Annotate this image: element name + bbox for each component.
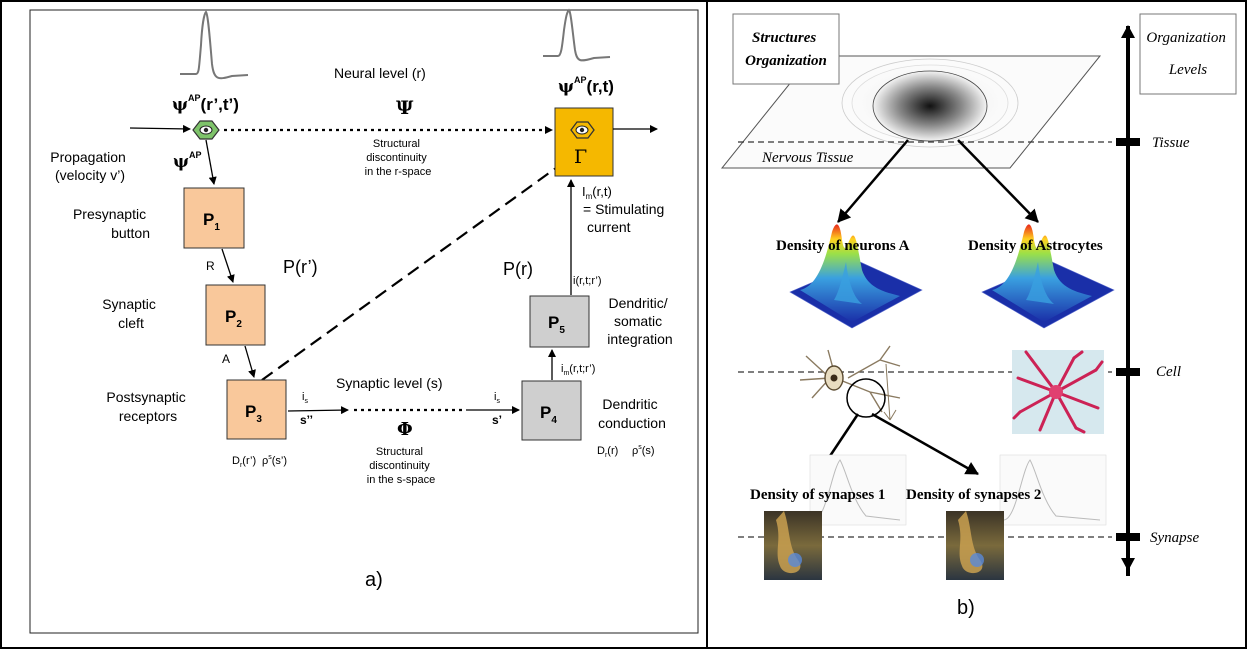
p1-box (183, 187, 245, 249)
p3-label: P3 (245, 402, 262, 425)
p4-box (521, 380, 582, 441)
propagation-label: Propagation (velocity v’) (50, 149, 129, 183)
synapse-zoom-circle (846, 378, 886, 418)
neuron-icon-right (570, 121, 595, 139)
s-single: s’ (492, 413, 502, 427)
synapse-image-2 (946, 511, 1004, 580)
tissue-blob (872, 70, 988, 142)
psi-ap-left: ψAP(r’,t’) (172, 93, 239, 115)
density-astro-label: Density of Astrocytes (968, 238, 1103, 254)
D-right: Dr(r) (597, 445, 618, 459)
P-rprime: P(r’) (283, 257, 318, 277)
nervous-tissue-label: Nervous Tissue (761, 150, 854, 166)
p3-box (226, 379, 287, 440)
D-left: Dr(r’) (232, 455, 256, 469)
synaptic-level-label: Synaptic level (s) (336, 375, 443, 391)
psi-ap-right: ψAP(r,t) (558, 75, 614, 97)
im-rtr: im(r,t;r’) (561, 363, 595, 377)
p4-label: P4 (540, 403, 557, 426)
P-r: P(r) (503, 259, 533, 279)
tissue-tick (1116, 138, 1140, 146)
density-astro-surface (981, 224, 1115, 329)
psi-ap-propagation: ψAP (173, 150, 202, 172)
synaptic-cleft-label: Synaptic cleft (102, 296, 160, 331)
arrow-p3-out (287, 406, 349, 415)
dendritic-conduction-label: Dendritic conduction (598, 396, 666, 431)
i-s-left: is (302, 391, 308, 405)
arrow-p1-to-p2 (221, 248, 235, 283)
struct-r-text: Structural discontinuity in the r-space (365, 138, 432, 178)
spike-icon-left (180, 10, 249, 80)
density-syn2-label: Density of synapses 2 (906, 487, 1041, 503)
p2-label: P2 (225, 307, 242, 330)
arrow-cell-syn2 (871, 412, 979, 476)
p5-label: P5 (548, 313, 565, 336)
org-levels-box (1139, 13, 1237, 95)
s-double: s’’ (300, 413, 313, 427)
phi-symbol: Φ (397, 419, 413, 440)
A-label: A (222, 352, 230, 366)
arrow-neuron-to-p1 (205, 139, 217, 185)
p2-box (205, 284, 266, 346)
level-cell: Cell (1156, 364, 1181, 380)
p1-label: P1 (203, 210, 220, 233)
struct-s-text: Structural discontinuity in the s-space (367, 446, 435, 486)
diagonal-dashed-line (261, 167, 557, 381)
stimulating-current: = Stimulating current (583, 201, 668, 235)
gamma-symbol: Γ (574, 146, 587, 168)
density-neurons-surface (789, 224, 923, 329)
arrow-tissue-neurons (837, 139, 909, 223)
arrow-p2-to-p3 (244, 345, 256, 378)
synapse-image-1 (764, 511, 822, 580)
arrow-tissue-astro (957, 139, 1039, 223)
structures-box (732, 13, 840, 85)
syn-plot-2 (999, 454, 1107, 526)
i-s-right: is (494, 391, 500, 405)
level-synapse: Synapse (1150, 530, 1199, 546)
dendritic-somatic-label: Dendritic/ somatic integration (607, 295, 672, 347)
panel-b-caption: b) (957, 597, 975, 619)
density-syn1-label: Density of synapses 1 (750, 487, 885, 503)
org-levels-label: Organization Levels (1146, 30, 1229, 78)
spike-icon-right (543, 8, 611, 62)
rho-left: ρs(s’) (262, 454, 287, 467)
neuron-icon-left (192, 120, 220, 140)
panel-a-caption: a) (365, 569, 383, 591)
gamma-box (554, 107, 614, 177)
neuron-cell-icon (799, 345, 901, 421)
i-rtr: i(r,t;r’) (573, 275, 602, 287)
rho-right: ρs(s) (632, 444, 655, 457)
panel-a: ψAP(r’,t’) ψAP(r,t) Neural level (r) Ψ S… (29, 8, 699, 634)
cell-tick (1116, 368, 1140, 376)
level-tissue: Tissue (1152, 135, 1190, 151)
density-neurons-label: Density of neurons A (776, 238, 910, 254)
structures-label: Structures Organization (745, 30, 827, 69)
synapse-tick (1116, 533, 1140, 541)
p5-box (529, 295, 590, 348)
im-rt: Im(r,t) (582, 184, 612, 201)
astrocyte-icon (1012, 350, 1104, 434)
panel-a-frame (29, 9, 699, 634)
neural-level-label: Neural level (r) (334, 65, 426, 81)
syn-plot-1 (809, 454, 907, 526)
postsynaptic-label: Postsynaptic receptors (106, 389, 189, 424)
panel-b: Structures Organization Organization Lev… (720, 13, 1237, 619)
psi-symbol: Ψ (396, 97, 414, 119)
input-arrow (129, 124, 191, 133)
presynaptic-label: Presynaptic button (73, 206, 150, 241)
R-label: R (206, 259, 215, 273)
